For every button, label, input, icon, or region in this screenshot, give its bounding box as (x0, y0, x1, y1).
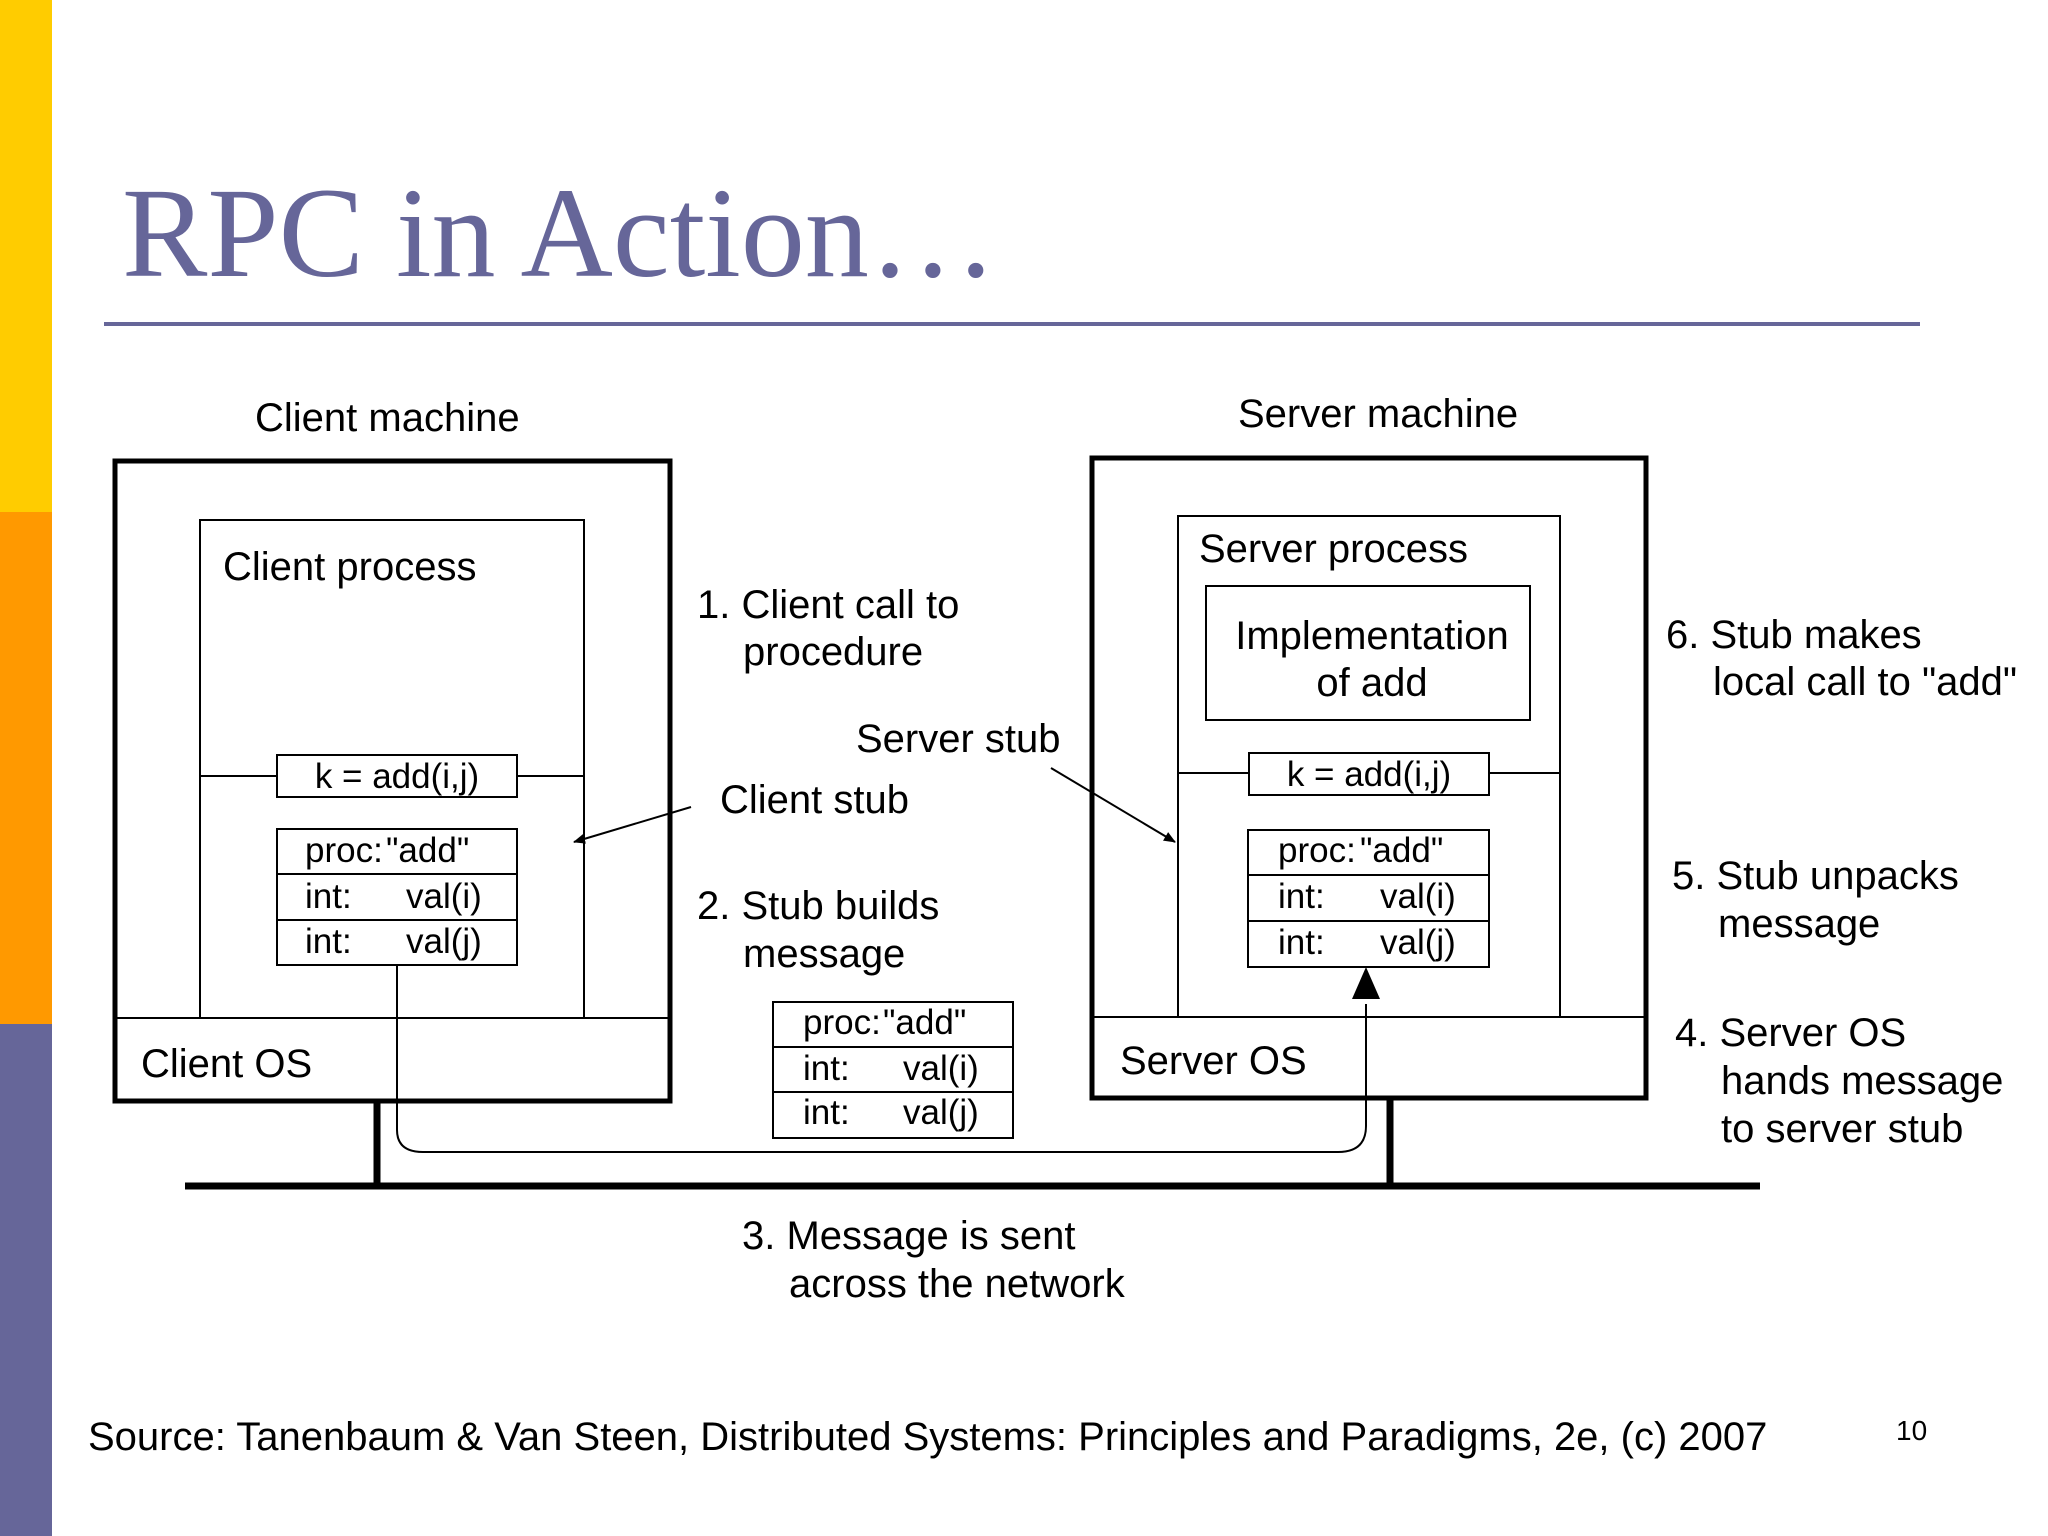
client-msg-value-0: "add" (386, 831, 469, 870)
client-stub-arrow (573, 806, 692, 844)
client-call-box (276, 754, 518, 798)
svg-text:to server stub: to server stub (1721, 1107, 1963, 1151)
server-msg-key-1: int: (1278, 877, 1325, 916)
svg-text:message: message (743, 932, 905, 976)
network-msg-key-2: int: (803, 1093, 850, 1132)
svg-text:3. Message is sent: 3. Message is sent (742, 1214, 1076, 1258)
accent-bar-purple (0, 1024, 52, 1536)
svg-text:5. Stub unpacks: 5. Stub unpacks (1672, 854, 1959, 898)
network-msg-value-1: val(i) (903, 1049, 979, 1088)
implementation-box (1205, 585, 1531, 721)
network-message-table: proc: "add" int: val(i) int: val(j) (772, 1001, 1014, 1139)
client-msg-key-1: int: (305, 877, 352, 916)
server-machine-label: Server machine (1238, 392, 1518, 436)
server-message-table: proc: "add" int: val(i) int: val(j) (1247, 829, 1490, 968)
client-machine-box (112, 458, 673, 1104)
server-process-label: Server process (1199, 527, 1468, 571)
server-call-box (1248, 752, 1490, 796)
client-machine-label: Client machine (255, 396, 520, 440)
client-msg-key-0: proc: (305, 831, 383, 870)
network-msg-key-1: int: (803, 1049, 850, 1088)
svg-text:2. Stub builds: 2. Stub builds (697, 884, 939, 928)
client-stub-label: Client stub (720, 778, 909, 822)
step-3-caption: 3. Message is sent across the network (742, 1214, 1126, 1306)
step-2-caption: 2. Stub builds message (697, 884, 939, 976)
server-msg-key-2: int: (1278, 923, 1325, 962)
message-path (396, 965, 1367, 1153)
client-msg-value-2: val(j) (406, 922, 482, 961)
slide-title: RPC in Action… (122, 162, 997, 304)
server-stub-arrow (1050, 767, 1176, 843)
svg-text:across the network: across the network (789, 1262, 1126, 1306)
svg-text:local call to "add": local call to "add" (1713, 660, 2017, 704)
page-number: 10 (1896, 1415, 1928, 1446)
server-stub-label: Server stub (856, 717, 1061, 761)
client-msg-value-1: val(i) (406, 877, 482, 916)
server-msg-value-1: val(i) (1380, 877, 1456, 916)
client-call-text: k = add(i,j) (315, 757, 479, 796)
client-msg-key-2: int: (305, 922, 352, 961)
network-msg-value-2: val(j) (903, 1093, 979, 1132)
server-process-box (1177, 515, 1561, 1018)
server-msg-value-2: val(j) (1380, 923, 1456, 962)
step-1-caption: 1. Client call to procedure (697, 583, 959, 674)
svg-text:6. Stub makes: 6. Stub makes (1666, 613, 1922, 657)
client-os-label: Client OS (141, 1042, 312, 1086)
network-msg-key-0: proc: (803, 1003, 881, 1042)
server-os-arrowhead (1352, 967, 1380, 999)
server-msg-value-0: "add" (1360, 831, 1443, 870)
source-citation: Source: Tanenbaum & Van Steen, Distribut… (88, 1415, 1768, 1459)
step-5-caption: 5. Stub unpacks message (1672, 854, 1959, 946)
server-machine-box (1089, 455, 1649, 1101)
accent-bar-orange (0, 512, 52, 1024)
step-4-caption: 4. Server OS hands message to server stu… (1675, 1011, 2003, 1151)
server-msg-key-0: proc: (1278, 831, 1356, 870)
svg-text:hands message: hands message (1721, 1059, 2003, 1103)
client-process-box (199, 519, 585, 1019)
title-underline (104, 322, 1920, 326)
svg-text:message: message (1718, 902, 1880, 946)
server-call-text: k = add(i,j) (1287, 755, 1451, 794)
svg-text:4. Server OS: 4. Server OS (1675, 1011, 1906, 1055)
svg-text:procedure: procedure (743, 630, 923, 674)
implementation-line-1: Implementation (1235, 614, 1508, 658)
accent-bar-yellow (0, 0, 52, 512)
server-os-label: Server OS (1120, 1039, 1307, 1083)
step-6-caption: 6. Stub makes local call to "add" (1666, 613, 2017, 704)
client-process-label: Client process (223, 545, 476, 589)
implementation-line-2: of add (1316, 661, 1427, 705)
svg-text:1. Client call to: 1. Client call to (697, 583, 959, 627)
client-message-table: proc: "add" int: val(i) int: val(j) (276, 828, 518, 966)
network-msg-value-0: "add" (883, 1003, 966, 1042)
